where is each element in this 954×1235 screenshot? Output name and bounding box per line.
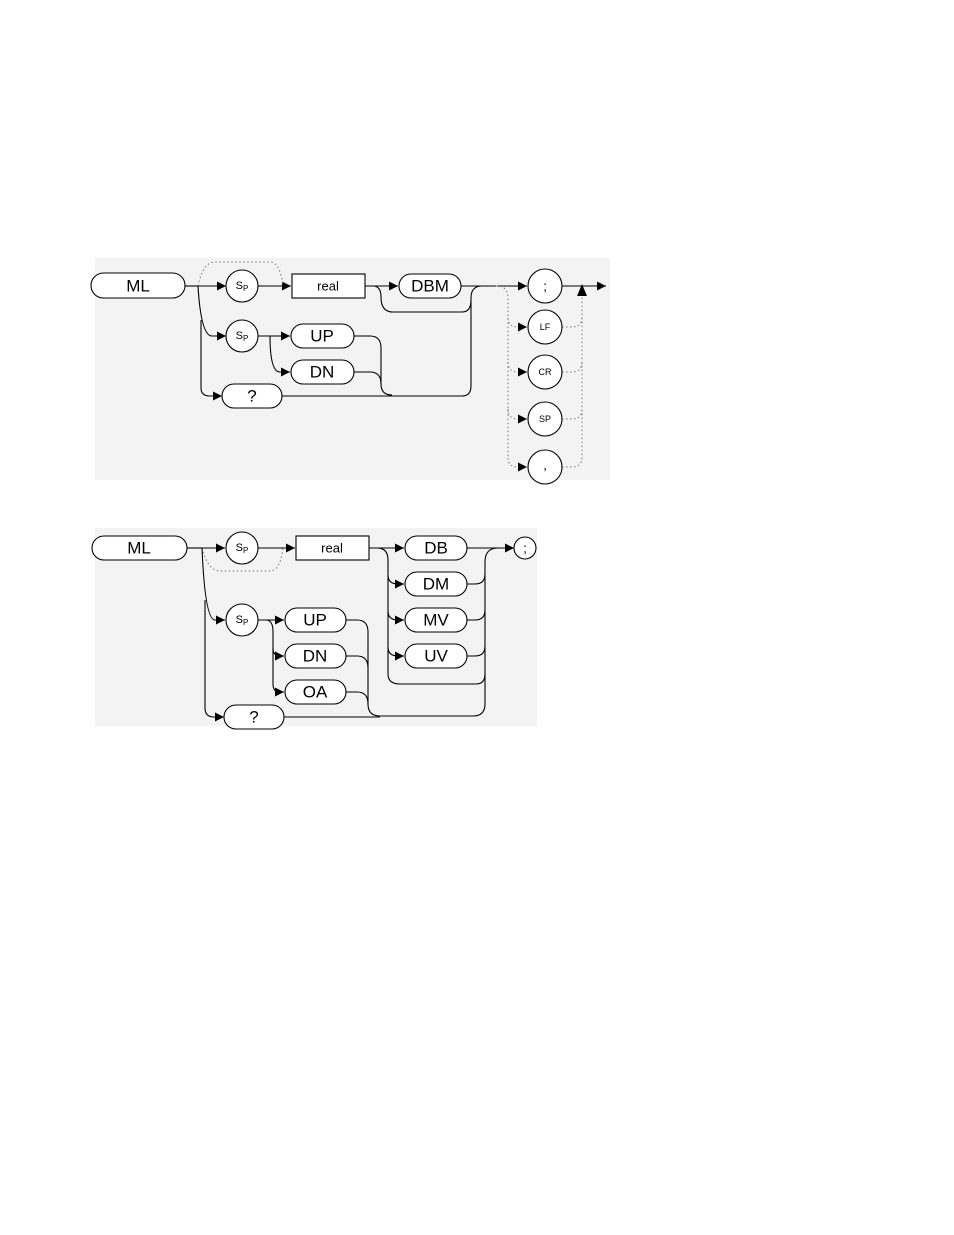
command-ml-2-label: ML — [127, 539, 151, 558]
unit-dbm-label: DBM — [411, 277, 449, 296]
keyword-dn-label: DN — [310, 363, 335, 382]
unit-db-label: DB — [424, 539, 448, 558]
param-real-2-label: real — [321, 541, 343, 556]
command-ml-label: ML — [126, 277, 150, 296]
terminator-sp-label: SP — [539, 414, 551, 424]
unit-uv-label: UV — [424, 647, 448, 666]
query-mark-label: ? — [247, 387, 256, 406]
terminator-cr-label: CR — [539, 367, 552, 377]
unit-mv-label: MV — [423, 611, 449, 630]
keyword-up-label: UP — [310, 327, 334, 346]
syntax-diagram-2: ML SP real DB DM MV UV SP UP DN OA ? ; — [92, 528, 537, 729]
terminator-lf-label: LF — [540, 322, 551, 332]
syntax-diagram-1: ML SP real DBM SP UP DN ? ; LF CR SP , — [91, 258, 610, 484]
terminator-comma-label: , — [543, 458, 547, 473]
terminator-semicolon-2-label: ; — [523, 541, 527, 556]
unit-dm-label: DM — [423, 575, 449, 594]
keyword-dn-2-label: DN — [303, 647, 328, 666]
keyword-up-2-label: UP — [303, 611, 327, 630]
param-real-label: real — [317, 279, 339, 294]
terminator-semicolon-label: ; — [543, 279, 547, 294]
keyword-oa-label: OA — [303, 683, 328, 702]
query-mark-2-label: ? — [249, 708, 258, 727]
